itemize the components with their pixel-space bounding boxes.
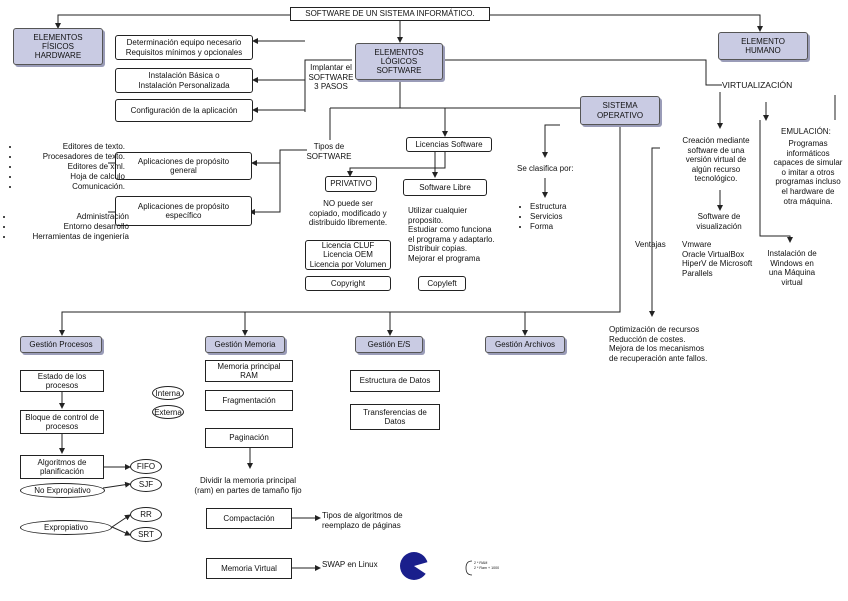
paginacion-node: Paginación	[205, 428, 293, 448]
licencias-privativas-node: Licencia CLUF Licencia OEM Licencia por …	[305, 240, 391, 270]
so-clasificacion-item: Servicios	[530, 212, 590, 222]
sjf-ellipse: SJF	[130, 477, 162, 492]
especifico-apps-list: Administración Entorno desarrollo Herram…	[4, 212, 130, 242]
general-app-item: Procesadores de texto.	[20, 152, 125, 162]
general-app-item: Editores de xml.	[20, 162, 125, 172]
gestion-archivos-node: Gestión Archivos	[485, 336, 565, 353]
instalacion-windows-vm: Instalación de Windows en una Máquina vi…	[767, 249, 817, 287]
step-instalacion: Instalación Básica o Instalación Persona…	[115, 68, 253, 93]
virtualizacion-definition: Creación mediante software de una versió…	[682, 136, 750, 184]
swap-pie-chart	[400, 552, 429, 580]
step-configuracion: Configuración de la aplicación	[115, 99, 253, 122]
copyright-node: Copyright	[305, 276, 391, 291]
general-app-item: Hoja de calculo	[20, 172, 125, 182]
step-determinacion-equipo: Determinación equipo necesario Requisito…	[115, 35, 253, 60]
gestion-es-node: Gestión E/S	[355, 336, 423, 353]
ventajas-description: Optimización de recursos Reducción de co…	[609, 325, 708, 363]
gestion-memoria-node: Gestión Memoria	[205, 336, 285, 353]
fifo-ellipse: FIFO	[130, 459, 162, 474]
compactacion-node: Compactación	[206, 508, 292, 529]
licencias-software-node: Licencias Software	[406, 137, 492, 152]
srt-ellipse: SRT	[130, 527, 162, 542]
dividir-memoria-text: Dividir la memoria principal (ram) en pa…	[194, 476, 302, 495]
estado-procesos-node: Estado de los procesos	[20, 370, 104, 392]
copyleft-node: Copyleft	[418, 276, 466, 291]
so-clasificacion-item: Estructura	[530, 202, 590, 212]
software-visualizacion-label: Software de visualización	[696, 212, 742, 231]
emulacion-description: Programas informáticos capaces de simula…	[773, 139, 843, 206]
gestion-procesos-node: Gestión Procesos	[20, 336, 102, 353]
estructura-datos-node: Estructura de Datos	[350, 370, 440, 392]
memoria-virtual-node: Memoria Virtual	[206, 558, 292, 579]
sistema-operativo-node: SISTEMA OPERATIVO	[580, 96, 660, 125]
so-clasifica-label: Se clasifica por:	[517, 164, 574, 173]
reemplazo-paginas-text: Tipos de algoritmos de reemplazo de pági…	[322, 511, 403, 530]
especifico-app-item: Herramientas de ingeniería	[14, 232, 130, 242]
software-visualizacion-list: Vmware Oracle VirtualBox HiperV de Micro…	[682, 240, 753, 278]
general-apps-list: Editores de texto. Procesadores de texto…	[10, 142, 125, 192]
especifico-app-item: Administración	[14, 212, 129, 222]
bloque-control-node: Bloque de control de procesos	[20, 410, 104, 434]
tipos-software-label: Tipos de SOFTWARE	[306, 142, 352, 161]
privativo-node: PRIVATIVO	[325, 176, 377, 192]
elementos-fisicos-node: ELEMENTOS FÍSICOS HARDWARE	[13, 28, 103, 65]
general-app-item: Editores de texto.	[20, 142, 125, 152]
rr-ellipse: RR	[130, 507, 162, 522]
especifico-app-item: Entorno desarrollo	[14, 222, 129, 232]
fragmentacion-node: Fragmentación	[205, 390, 293, 411]
swap-size-rules: 2 * RAM 2 * Ram + 1000	[474, 561, 500, 571]
externa-ellipse: Externa	[152, 405, 184, 419]
memoria-principal-node: Memoria principal RAM	[205, 360, 293, 382]
ventajas-label: Ventajas	[635, 240, 666, 249]
elemento-humano-node: ELEMENTO HUMANO	[718, 32, 808, 60]
interna-ellipse: Interna	[152, 386, 184, 400]
software-libre-description: Utilizar cualquier proposito. Estudiar c…	[408, 206, 495, 263]
expropiativo-ellipse: Expropiativo	[20, 520, 112, 535]
elementos-logicos-node: ELEMENTOS LÓGICOS SOFTWARE	[355, 43, 443, 80]
no-expropiativo-ellipse: No Expropiativo	[20, 483, 105, 498]
so-clasificacion-list: Estructura Servicios Forma	[520, 202, 590, 232]
software-libre-node: Software Libre	[403, 179, 487, 196]
proposito-general-node: Aplicaciones de propósito general	[115, 152, 252, 180]
swap-linux-text: SWAP en Linux	[322, 560, 378, 569]
diagram-title: SOFTWARE DE UN SISTEMA INFORMÁTICO.	[290, 7, 490, 21]
proposito-especifico-node: Aplicaciones de propósito específico	[115, 196, 252, 226]
virtualizacion-label: VIRTUALIZACIÓN	[722, 80, 793, 90]
so-clasificacion-item: Forma	[530, 222, 590, 232]
transferencias-datos-node: Transferencias de Datos	[350, 404, 440, 430]
implantar-label: Implantar el SOFTWARE 3 PASOS	[308, 63, 354, 92]
emulacion-label: EMULACIÓN:	[781, 127, 831, 136]
algoritmos-planificacion-node: Algoritmos de planificación	[20, 455, 104, 479]
general-app-item: Comunicación.	[20, 182, 125, 192]
privativo-description: NO puede ser copiado, modificado y distr…	[308, 199, 388, 228]
